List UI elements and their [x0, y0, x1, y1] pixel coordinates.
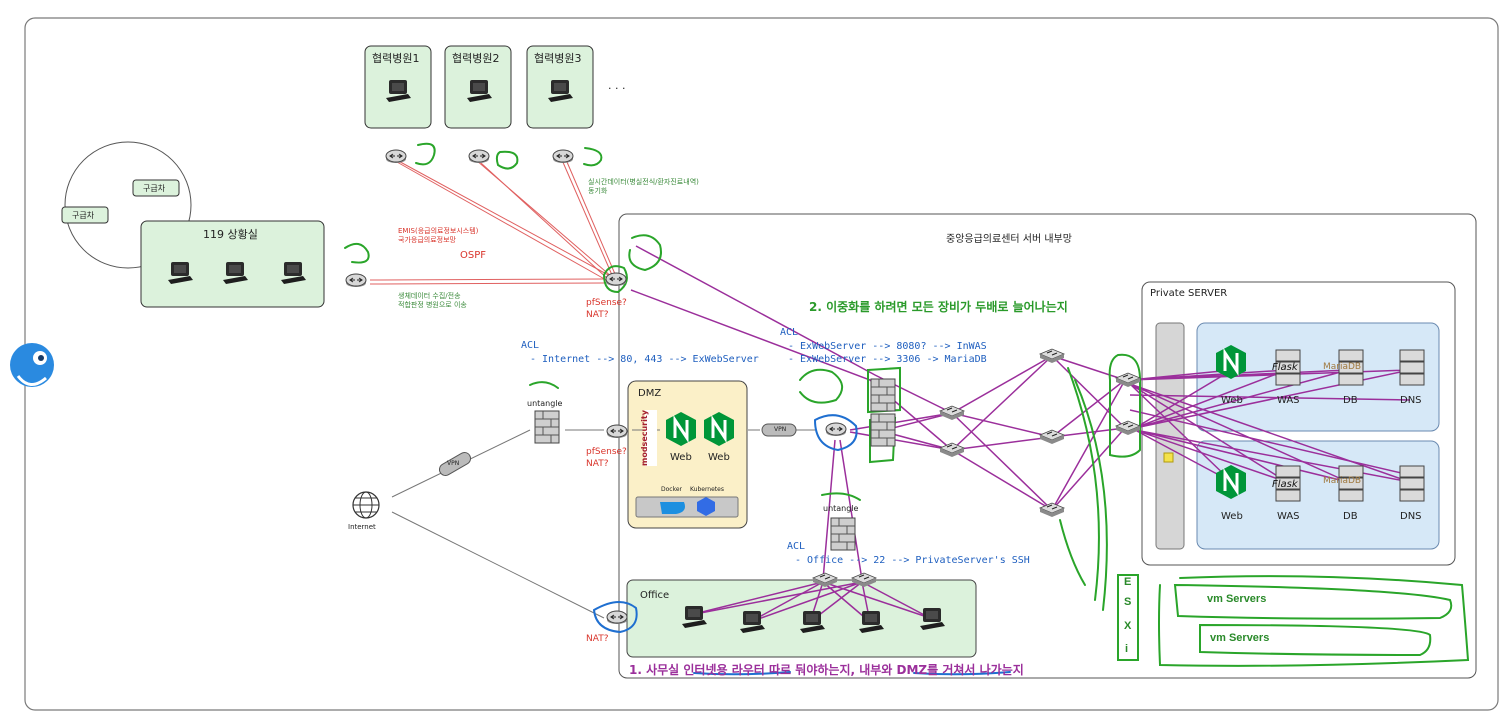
acl-label-2: ACL [780, 327, 799, 338]
vpn-router-icon [825, 422, 847, 437]
dmz-title: DMZ [638, 388, 662, 399]
ambulance-tag-2 [61, 206, 109, 224]
esxi-letter-x: X [1124, 620, 1132, 632]
row1-db-label: DB [1343, 395, 1358, 406]
office-router-question: 1. 사무실 인터넷용 라우터 따로 둬야하는지, 내부와 DMZ를 거쳐서 나… [629, 663, 1024, 677]
nat-office-label: NAT? [586, 634, 609, 644]
container-platform [635, 496, 739, 518]
purple-links [630, 245, 1411, 623]
acl-label-3: ACL [787, 541, 806, 552]
ospf-label: OSPF [460, 250, 487, 261]
ambulance-label-2: 구급차 [72, 211, 95, 220]
vpn-label-2: VPN [774, 426, 787, 433]
green-annotations [344, 142, 1470, 667]
row1-web-label: Web [1221, 395, 1243, 406]
internal-network-box [618, 213, 1477, 679]
internal-firewall-2-icon [870, 378, 896, 412]
ellipsis: . . . [608, 79, 626, 92]
dmz-web-label-2: Web [708, 452, 730, 463]
office-title: Office [640, 590, 670, 601]
vpn-label-1: VPN [447, 460, 460, 467]
flask-label-1: Flask [1272, 362, 1298, 373]
vpn-tunnel-2-icon [761, 423, 797, 437]
docker-icon [660, 502, 685, 514]
emis-note-2: 국가응급의료정보망 [398, 236, 456, 244]
pfsense-top-router-icon [605, 272, 627, 287]
bio-note-1: 생체데이터 수집/전송 [398, 292, 461, 300]
pfsense-mid-router-icon [606, 424, 628, 439]
control-router-icon [345, 273, 367, 288]
private-dns-2-icon [1399, 465, 1425, 502]
esxi-letter-e: E [1124, 576, 1132, 588]
row2-was-label: WAS [1277, 511, 1300, 522]
office-router-icon [606, 610, 628, 625]
flask-label-2: Flask [1272, 479, 1298, 490]
ambulance-label-1: 구급차 [143, 184, 166, 193]
private-dns-1-icon [1399, 349, 1425, 386]
kubernetes-label: Kubernetes [690, 486, 724, 493]
untangle-firewall-2-icon [830, 517, 856, 551]
internal-network-title: 중앙응급의료센터 서버 내부망 [946, 234, 1072, 245]
acl-rule-1: - Internet --> 80, 443 --> ExWebServer [530, 354, 759, 365]
acl-label-1: ACL [521, 340, 540, 351]
untangle-firewall-1-icon [534, 410, 560, 444]
hospital-2-label: 협력병원2 [452, 52, 500, 65]
row2-web-label: Web [1221, 511, 1243, 522]
ambulance-zone [64, 141, 192, 269]
vm-servers-label-2: vm Servers [1210, 632, 1270, 644]
mariadb-label-1: MariaDB [1323, 362, 1362, 372]
control-room-label: 119 상황실 [203, 228, 258, 241]
vm-servers-label-1: vm Servers [1207, 593, 1267, 605]
nat-top-label: NAT? [586, 310, 609, 320]
hospital-1-label: 협력병원1 [372, 52, 420, 65]
hospital-3-label: 협력병원3 [534, 52, 582, 65]
red-links [369, 157, 616, 285]
vpn-tunnel-1-icon [438, 452, 472, 476]
highlight-marker [1163, 452, 1174, 463]
untangle-label-2: untangle [823, 504, 859, 513]
private-server-title: Private SERVER [1150, 288, 1228, 299]
realtime-note-1: 실시간데이터(병실전식/환자진료내역) [588, 178, 699, 186]
emis-note-1: EMIS(응급의료정보시스템) [398, 227, 479, 235]
untangle-label-1: untangle [527, 399, 563, 408]
esxi-letter-i: i [1125, 643, 1129, 655]
internal-firewall-icon [870, 413, 896, 447]
mascot-logo [10, 343, 54, 387]
acl-rule-2a: - ExWebServer --> 8080? --> InWAS [788, 341, 987, 352]
docker-label: Docker [661, 486, 683, 493]
dmz-web-label-1: Web [670, 452, 692, 463]
ambulance-tag-1 [132, 179, 180, 197]
hospital-1-router-icon [385, 149, 407, 164]
kubernetes-icon [697, 497, 715, 516]
realtime-note-2: 동기화 [588, 187, 608, 195]
pfsense-mid-label: pfSense? [586, 447, 627, 457]
internet-globe-icon [352, 491, 380, 519]
pfsense-top-label: pfSense? [586, 298, 627, 308]
acl-rule-2b: - ExWebServer --> 3306 -> MariaDB [788, 354, 987, 365]
modsecurity-label: modsecurity [640, 410, 649, 466]
row1-dns-label: DNS [1400, 395, 1422, 406]
modsecurity-logo [645, 410, 657, 466]
row2-db-label: DB [1343, 511, 1358, 522]
bio-note-2: 적합판정 병원으로 이송 [398, 301, 467, 309]
hospital-2-router-icon [468, 149, 490, 164]
blue-annotations [593, 414, 1011, 676]
internet-label: Internet [348, 523, 376, 531]
hospital-3-router-icon [552, 149, 574, 164]
acl-rule-3: - Office --> 22 --> PrivateServer's SSH [795, 555, 1030, 566]
row1-was-label: WAS [1277, 395, 1300, 406]
redundancy-question: 2. 이중화를 하려면 모든 장비가 두배로 늘어나는지 [809, 300, 1068, 314]
row2-dns-label: DNS [1400, 511, 1422, 522]
mariadb-label-2: MariaDB [1323, 476, 1362, 486]
nat-mid-label: NAT? [586, 459, 609, 469]
esxi-letter-s: S [1124, 596, 1132, 608]
switch-4-icon [1039, 429, 1065, 445]
